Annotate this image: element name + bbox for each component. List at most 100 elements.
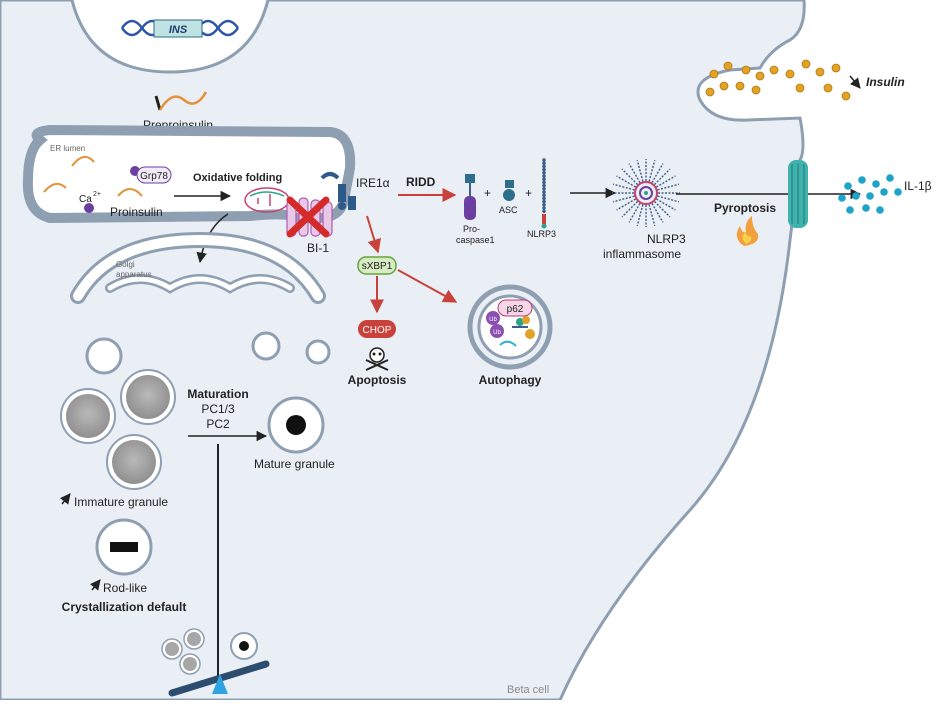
il1b-particle: [880, 188, 888, 196]
insulin-label: Insulin: [866, 75, 905, 89]
il1b-particle: [862, 204, 870, 212]
insulin-particle: [755, 71, 765, 81]
insulin-particle: [823, 83, 833, 93]
il1b-particle: [838, 194, 846, 202]
nlrp3-bead: [542, 161, 546, 165]
er-lumen-label: ER lumen: [50, 144, 85, 153]
golgi-label-1: Golgi: [116, 260, 135, 269]
il1b-particle: [886, 174, 894, 182]
insulin-particle: [795, 83, 805, 93]
procaspase-label-1: Pro-: [463, 224, 480, 234]
insulin-particle: [815, 67, 825, 77]
insulin-particle: [719, 81, 729, 91]
il1b-particle: [852, 192, 860, 200]
inflammasome-spoke: [656, 175, 676, 188]
nlrp3-bead: [542, 206, 546, 210]
oxidative-folding-label: Oxidative folding: [193, 172, 282, 184]
inflammasome-spoke: [628, 203, 641, 223]
insulin-particle: [801, 59, 811, 69]
seesaw-mature-granule: [230, 632, 258, 660]
p62-label: p62: [507, 304, 524, 315]
pc13-label: PC1/3: [201, 402, 235, 416]
asc-icon: [503, 180, 515, 201]
proinsulin-strand: [117, 188, 143, 197]
ub-label-1: Ub: [489, 317, 497, 323]
dna-helix-icon: [120, 19, 240, 38]
autophagosome: [467, 284, 553, 370]
nlrp3-bead: [542, 199, 546, 204]
calcium-dot: [84, 203, 94, 213]
down-arrow-icon: [849, 75, 861, 89]
inflammasome-core: [639, 186, 653, 200]
inflammasome-spoke: [656, 198, 676, 211]
il1b-particle: [846, 206, 854, 214]
pc2-label: PC2: [206, 417, 230, 431]
inflammasome-spoke: [616, 198, 636, 211]
nlrp3-bead: [542, 209, 546, 213]
nlrp3-inflammasome-icon: [612, 159, 680, 227]
ridd-label: RIDD: [406, 175, 436, 189]
vesicle: [251, 331, 281, 361]
insulin-particle: [785, 69, 795, 79]
il1b-particle: [858, 176, 866, 184]
vesicle: [85, 337, 123, 375]
il1b-particle: [866, 192, 874, 200]
nlrp3-bead: [542, 203, 546, 207]
inflammasome-spoke: [636, 204, 644, 227]
ire1a-receptor: [320, 172, 356, 210]
maturation-label: Maturation: [187, 387, 248, 401]
nlrp3-bead: [542, 171, 546, 175]
inflammasome-spoke: [616, 175, 636, 188]
nlrp3-bead: [542, 167, 546, 172]
arrow-to-autophagy: [397, 269, 458, 303]
insulin-particle: [831, 63, 841, 73]
procaspase1-icon: [464, 174, 476, 220]
inflammasome-center: [644, 191, 648, 195]
pyroptosis-label: Pyroptosis: [714, 201, 776, 215]
gasdermin-channel: [788, 160, 808, 228]
arrow-to-sxbp1: [366, 215, 382, 254]
il1b-particle: [894, 188, 902, 196]
inflammasome-ring: [634, 181, 658, 205]
inflammasome-spoke: [612, 183, 635, 191]
grp78-label: Grp78: [140, 171, 168, 182]
seesaw-immature-granules: [161, 628, 205, 675]
red-x-icon: [286, 196, 330, 238]
protein-strand: [43, 182, 67, 193]
inflammasome-spoke: [653, 200, 671, 218]
il1b-particle: [844, 182, 852, 190]
rod-like-granule-icon: [95, 518, 153, 576]
insulin-particle: [841, 91, 851, 101]
nlrp3-bead: [542, 183, 546, 188]
inflammasome-spoke: [621, 200, 639, 218]
nlrp3-bead: [542, 158, 546, 162]
inflammasome-spoke: [621, 168, 639, 186]
ub-label-2: Ub: [493, 330, 501, 336]
nlrp3-segment: [542, 214, 546, 224]
bi1-label: BI-1: [307, 241, 329, 255]
grp78-badge: [136, 166, 172, 184]
insulin-particles: [705, 59, 851, 101]
inflammasome-spoke: [657, 195, 680, 203]
insulin-particle: [705, 87, 715, 97]
sxbp1-label: sXBP1: [362, 261, 393, 272]
mature-granule-label: Mature granule: [254, 457, 335, 471]
insulin-particle: [709, 69, 719, 79]
il1b-label: IL-1β: [904, 179, 932, 193]
apoptosis-label: Apoptosis: [348, 373, 407, 387]
nlrp3-bead: [542, 187, 546, 191]
inflammasome-spoke: [651, 163, 664, 183]
insulin-particle: [735, 81, 745, 91]
il1b-particle: [872, 180, 880, 188]
nlrp3-bead: [542, 193, 546, 197]
plus-sign: +: [484, 186, 491, 200]
golgi-label-2: apparatus: [116, 270, 152, 279]
beta-cell-label: Beta cell: [507, 684, 549, 696]
nlrp3-label: NLRP3: [527, 229, 556, 239]
insulin-particle: [769, 65, 779, 75]
sxbp1-badge: [357, 256, 397, 275]
nlrp3-bead: [542, 190, 546, 194]
autophagy-label: Autophagy: [479, 373, 542, 387]
